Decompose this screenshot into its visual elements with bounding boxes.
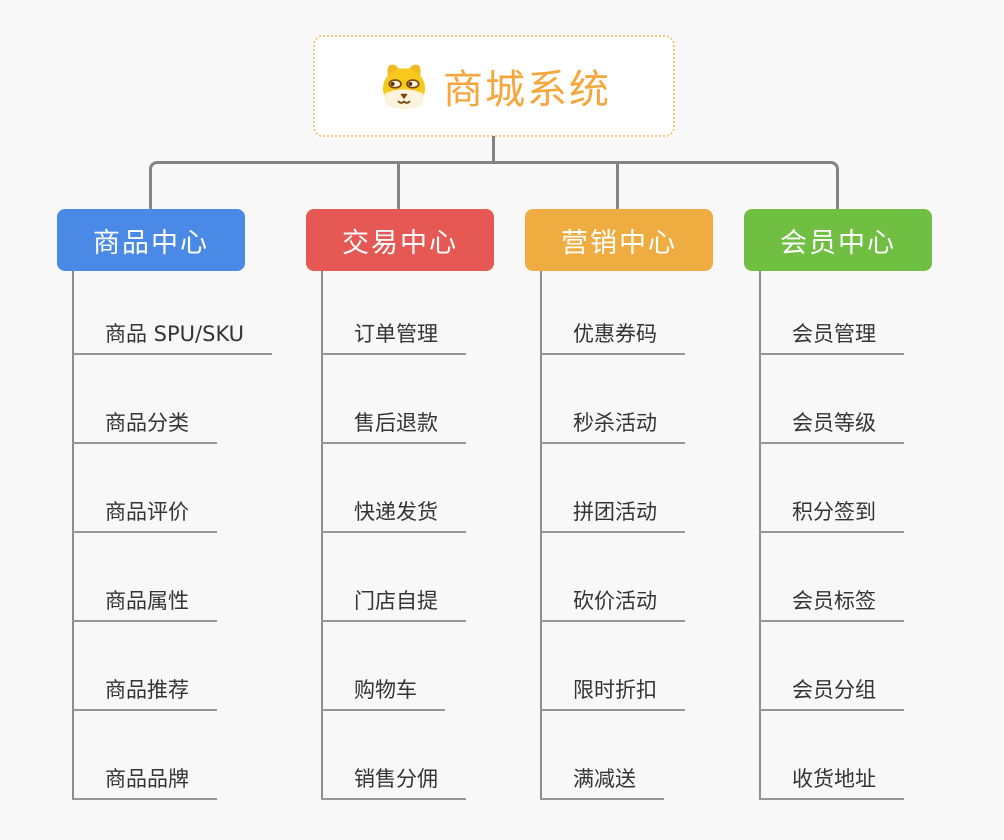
connector-elbow-left xyxy=(149,161,179,209)
root-node[interactable]: 商城系统 xyxy=(313,35,675,137)
dog-icon xyxy=(377,61,431,111)
node-group-buy[interactable]: 拼团活动 xyxy=(540,497,685,533)
connector-horizontal xyxy=(177,161,811,164)
node-after-sale-refund[interactable]: 售后退款 xyxy=(321,408,466,444)
node-product-spu-sku[interactable]: 商品 SPU/SKU xyxy=(72,319,273,355)
root-title: 商城系统 xyxy=(443,67,611,113)
node-product-attribute[interactable]: 商品属性 xyxy=(72,586,217,622)
node-full-reduction[interactable]: 满减送 xyxy=(540,764,664,800)
node-product-brand[interactable]: 商品品牌 xyxy=(72,764,217,800)
branch-trade-center[interactable]: 交易中心 xyxy=(306,209,494,271)
branch-product-center[interactable]: 商品中心 xyxy=(57,209,245,271)
connector-elbow-right xyxy=(809,161,839,209)
node-express-delivery[interactable]: 快递发货 xyxy=(321,497,466,533)
node-store-pickup[interactable]: 门店自提 xyxy=(321,586,466,622)
node-member-tag[interactable]: 会员标签 xyxy=(759,586,904,622)
node-member-level[interactable]: 会员等级 xyxy=(759,408,904,444)
node-points-checkin[interactable]: 积分签到 xyxy=(759,497,904,533)
node-member-group[interactable]: 会员分组 xyxy=(759,675,904,711)
node-sales-commission[interactable]: 销售分佣 xyxy=(321,764,466,800)
node-order-management[interactable]: 订单管理 xyxy=(321,319,466,355)
node-bargain-activity[interactable]: 砍价活动 xyxy=(540,586,685,622)
node-shipping-address[interactable]: 收货地址 xyxy=(759,764,904,800)
branch-member-center[interactable]: 会员中心 xyxy=(744,209,932,271)
node-limited-time-discount[interactable]: 限时折扣 xyxy=(540,675,685,711)
node-member-management[interactable]: 会员管理 xyxy=(759,319,904,355)
node-shopping-cart[interactable]: 购物车 xyxy=(321,675,445,711)
node-product-category[interactable]: 商品分类 xyxy=(72,408,217,444)
node-product-recommend[interactable]: 商品推荐 xyxy=(72,675,217,711)
column-member-center: 会员管理 会员等级 积分签到 会员标签 会员分组 收货地址 xyxy=(759,271,904,800)
connector-root-stem xyxy=(492,136,495,163)
column-marketing-center: 优惠券码 秒杀活动 拼团活动 砍价活动 限时折扣 满减送 xyxy=(540,271,685,800)
branch-marketing-center[interactable]: 营销中心 xyxy=(525,209,713,271)
column-product-center: 商品 SPU/SKU 商品分类 商品评价 商品属性 商品推荐 商品品牌 xyxy=(72,271,273,800)
node-product-review[interactable]: 商品评价 xyxy=(72,497,217,533)
node-coupon-code[interactable]: 优惠券码 xyxy=(540,319,685,355)
column-trade-center: 订单管理 售后退款 快递发货 门店自提 购物车 销售分佣 xyxy=(321,271,466,800)
connector-drop-marketing xyxy=(616,161,619,209)
connector-drop-trade xyxy=(397,161,400,209)
node-flash-sale[interactable]: 秒杀活动 xyxy=(540,408,685,444)
